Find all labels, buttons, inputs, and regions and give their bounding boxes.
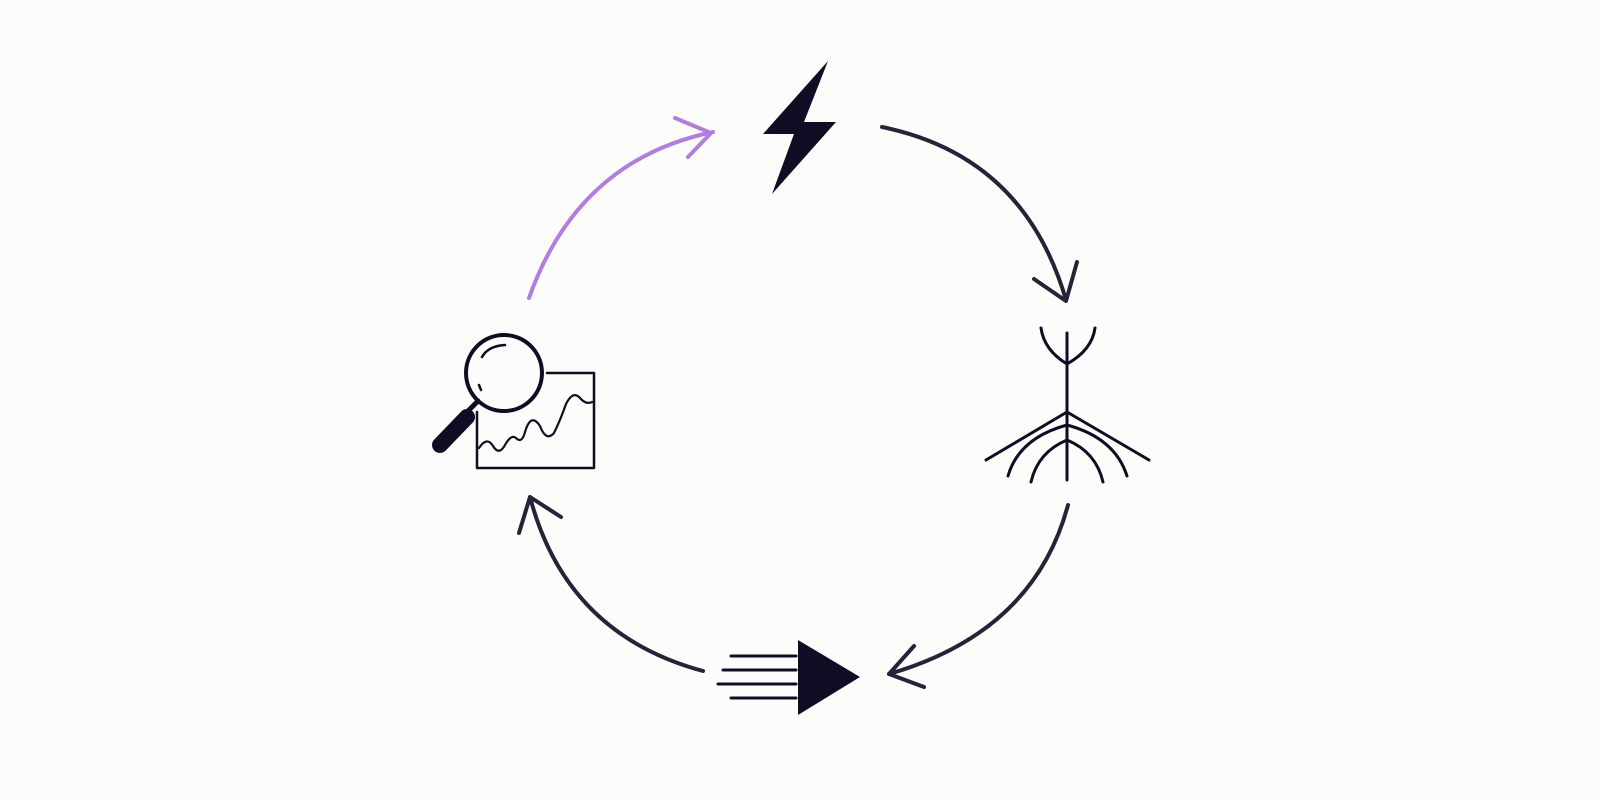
magnifier-chart-icon: [432, 333, 596, 470]
arrow-forward-to-analysis: [517, 495, 705, 673]
arrow-branching-to-forward: [887, 503, 1070, 689]
fast-forward-play-icon: [716, 640, 860, 715]
arrow-analysis-to-lightning: [527, 116, 715, 300]
branching-tree-icon: [984, 326, 1151, 484]
lightning-bolt-icon: [763, 61, 836, 194]
arrow-lightning-to-branching: [880, 125, 1079, 303]
